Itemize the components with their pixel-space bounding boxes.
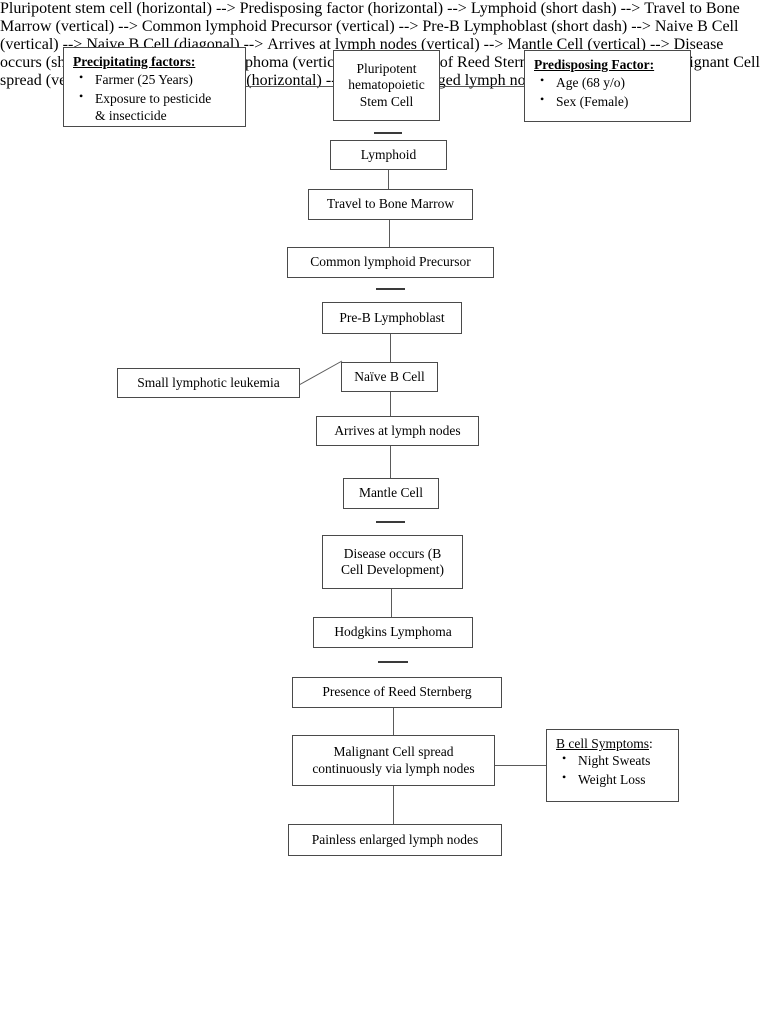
list-item: Night Sweats [562, 751, 651, 769]
predisposing-heading: Predisposing Factor: [534, 57, 655, 72]
predisposing-item-0: Age (68 y/o) [556, 75, 625, 91]
connector-mantle-to-disease [376, 521, 405, 523]
box-small-lymphotic-leukemia[interactable]: Small lymphotic leukemia [117, 368, 300, 398]
list-item: Weight Loss [562, 770, 650, 788]
box-b-cell-symptoms[interactable]: B cell Symptoms: Night Sweats Weight Los… [546, 729, 679, 802]
predisposing-list: Age (68 y/o) Sex (Female) [534, 73, 629, 111]
bsymptoms-item-0: Night Sweats [578, 753, 651, 769]
list-item: Exposure to pesticide & insecticide [79, 89, 212, 125]
connector-malignant-to-painless [393, 786, 394, 824]
box-mantle-cell[interactable]: Mantle Cell [343, 478, 439, 509]
connector-arrives-to-mantle [390, 446, 391, 478]
list-item: Farmer (25 Years) [79, 70, 211, 88]
connector-preb-to-naive [390, 334, 391, 362]
box-arrives-at-lymph-nodes[interactable]: Arrives at lymph nodes [316, 416, 479, 446]
bsymptoms-heading-suffix: : [649, 736, 653, 751]
travel-bone-marrow-label: Travel to Bone Marrow [326, 196, 455, 212]
precipitating-item-1-cont: & insecticide [95, 108, 167, 123]
disease-occurs-line-2: Cell Development) [340, 562, 445, 577]
connector-precursor-to-preb [376, 288, 405, 290]
painless-nodes-label: Painless enlarged lymph nodes [311, 831, 479, 847]
box-naive-b-cell[interactable]: Naïve B Cell [341, 362, 438, 392]
disease-occurs-line-1: Disease occurs (B [343, 545, 442, 561]
arrives-lymph-nodes-label: Arrives at lymph nodes [334, 422, 461, 438]
precipitating-item-1: Exposure to pesticide [95, 90, 212, 106]
common-precursor-label: Common lymphoid Precursor [310, 254, 471, 270]
connector-malignant-to-bsymptoms [495, 765, 546, 766]
pre-b-lymphoblast-label: Pre-B Lymphoblast [339, 309, 445, 325]
box-precipitating-factors[interactable]: Precipitating factors: Farmer (25 Years)… [63, 47, 246, 127]
predisposing-item-1: Sex (Female) [556, 93, 629, 109]
malignant-spread-line-2: continuously via lymph nodes [312, 760, 475, 776]
stem-cell-line-3: Stem Cell [359, 93, 414, 109]
stem-cell-line-2: hematopoietic [348, 77, 425, 93]
connector-stemcell-to-predisposing [440, 86, 524, 87]
box-travel-to-bone-marrow[interactable]: Travel to Bone Marrow [308, 189, 473, 220]
connector-smalllymphotic-to-naive [298, 360, 343, 386]
connector-hodgkins-to-reed [378, 661, 408, 663]
reed-sternberg-label: Presence of Reed Sternberg [322, 684, 472, 700]
hodgkins-label: Hodgkins Lymphoma [334, 624, 452, 640]
connector-stemcell-to-lymphoid [374, 132, 402, 134]
box-disease-occurs[interactable]: Disease occurs (B Cell Development) [322, 535, 463, 589]
connector-naive-to-arrives [390, 392, 391, 416]
stem-cell-line-1: Pluripotent [356, 60, 417, 76]
connector-disease-to-hodgkins [391, 589, 392, 617]
small-lymphotic-label: Small lymphotic leukemia [137, 374, 280, 390]
list-item: Sex (Female) [540, 92, 629, 110]
box-common-lymphoid-precursor[interactable]: Common lymphoid Precursor [287, 247, 494, 278]
precipitating-item-0: Farmer (25 Years) [95, 72, 193, 88]
connector-lymphoid-to-bonemarrow [388, 170, 389, 189]
malignant-spread-line-1: Malignant Cell spread [333, 744, 454, 760]
box-predisposing-factor[interactable]: Predisposing Factor: Age (68 y/o) Sex (F… [524, 50, 691, 122]
precipitating-list: Farmer (25 Years) Exposure to pesticide … [73, 70, 212, 125]
lymphoid-label: Lymphoid [360, 146, 417, 162]
connector-reed-to-malignant [393, 708, 394, 735]
list-item: Age (68 y/o) [540, 73, 628, 91]
box-lymphoid[interactable]: Lymphoid [330, 140, 447, 170]
box-malignant-cell-spread[interactable]: Malignant Cell spread continuously via l… [292, 735, 495, 786]
precipitating-heading: Precipitating factors: [73, 54, 196, 69]
box-pluripotent-stem-cell[interactable]: Pluripotent hematopoietic Stem Cell [333, 50, 440, 121]
mantle-cell-label: Mantle Cell [358, 485, 424, 501]
box-pre-b-lymphoblast[interactable]: Pre-B Lymphoblast [322, 302, 462, 334]
bsymptoms-heading: B cell Symptoms [556, 736, 650, 751]
box-painless-enlarged-lymph-nodes[interactable]: Painless enlarged lymph nodes [288, 824, 502, 856]
connector-precipitating-to-stemcell [245, 86, 333, 87]
bsymptoms-item-1: Weight Loss [578, 771, 646, 787]
bsymptoms-heading-wrap: B cell Symptoms: [556, 736, 653, 752]
connector-bonemarrow-to-precursor [389, 220, 390, 247]
bsymptoms-list: Night Sweats Weight Loss [556, 751, 651, 789]
box-presence-reed-sternberg[interactable]: Presence of Reed Sternberg [292, 677, 502, 708]
box-hodgkins-lymphoma[interactable]: Hodgkins Lymphoma [313, 617, 473, 648]
naive-b-cell-label: Naïve B Cell [354, 368, 425, 384]
